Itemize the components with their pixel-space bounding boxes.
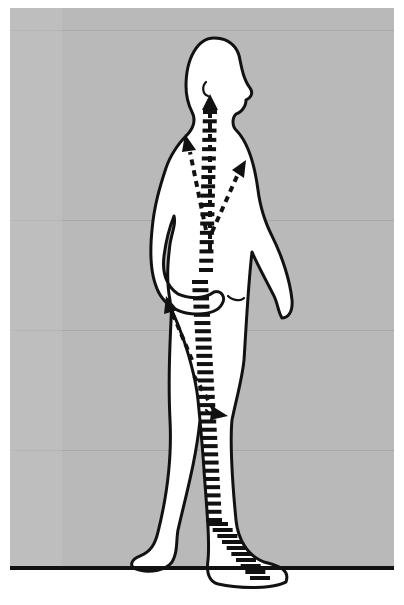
force-marker-bar — [250, 576, 270, 580]
force-marker-bar — [202, 452, 218, 456]
left-margin-strip — [10, 8, 62, 568]
force-marker-bar — [227, 546, 247, 550]
force-marker-bar — [200, 240, 214, 244]
force-marker-bar — [192, 280, 208, 284]
force-marker-bar — [201, 436, 217, 440]
force-marker-bar — [231, 552, 251, 556]
force-marker-bar — [197, 362, 213, 366]
force-marker-bar — [195, 337, 211, 341]
force-marker-bar — [200, 420, 216, 424]
force-marker-bar — [213, 528, 233, 532]
force-marker-bar — [206, 510, 222, 514]
force-marker-bar — [203, 469, 219, 473]
force-marker-bar — [197, 370, 213, 374]
force-marker-bar — [196, 346, 212, 350]
force-marker-bar — [199, 268, 213, 272]
force-marker-bar — [205, 493, 221, 497]
force-marker-bar — [192, 288, 208, 292]
force-marker-bar — [203, 129, 217, 133]
force-marker-bar — [203, 119, 217, 123]
force-marker-bar — [198, 378, 214, 382]
force-marker-bar — [206, 518, 222, 522]
force-marker-bar — [208, 522, 228, 526]
force-marker-bar — [203, 461, 219, 465]
right-margin — [394, 0, 404, 605]
force-marker-bar — [199, 249, 213, 253]
force-marker-bar — [236, 558, 256, 562]
force-marker-bar — [201, 184, 215, 188]
force-marker-bar — [193, 296, 209, 300]
force-marker-bar — [194, 313, 210, 317]
force-marker-bar — [205, 502, 221, 506]
force-marker-bar — [204, 477, 220, 481]
force-marker-bar — [193, 305, 209, 309]
force-marker-bar — [217, 534, 237, 538]
force-marker-bar — [201, 194, 215, 198]
force-marker-bar — [245, 570, 265, 574]
force-marker-bar — [196, 354, 212, 358]
force-marker-bar — [199, 259, 213, 263]
force-marker-bar — [201, 428, 217, 432]
force-marker-bar — [202, 444, 218, 448]
force-marker-bar — [200, 222, 214, 226]
force-marker-bar — [204, 485, 220, 489]
force-marker-bar — [222, 540, 242, 544]
force-marker-bar — [195, 329, 211, 333]
force-marker-bar — [194, 321, 210, 325]
